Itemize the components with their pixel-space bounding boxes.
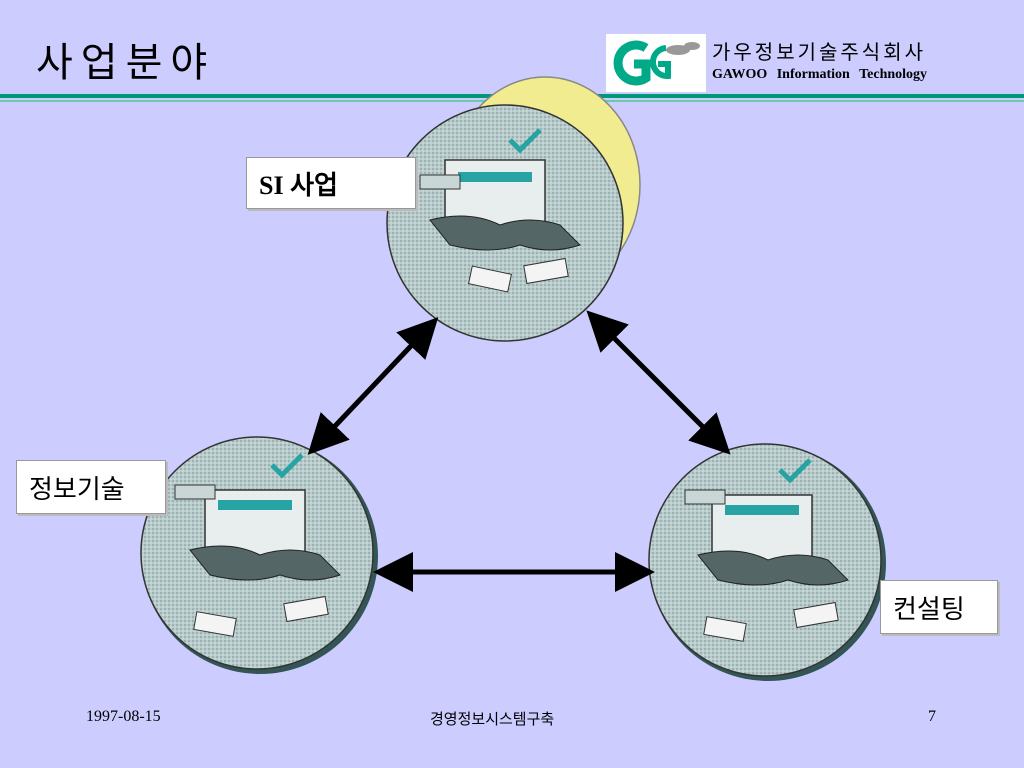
- company-name: 가우정보기술주식회사 GAWOO Information Technology: [712, 36, 927, 83]
- handshake-clipart-icon: [684, 458, 849, 642]
- footer-date: 1997-08-15: [86, 708, 161, 725]
- company-name-korean: 가우정보기술주식회사: [712, 40, 926, 64]
- handshake-clipart-icon: [419, 128, 581, 293]
- gawoo-logo-icon: [606, 34, 706, 92]
- arrow-si-consulting: [586, 310, 731, 455]
- it-node-image: [140, 436, 378, 674]
- page-number: 7: [928, 708, 936, 725]
- footer-center-text: 경영정보시스템구축: [430, 710, 555, 728]
- arrow-si-it: [307, 317, 439, 455]
- slide-title: 사업분야: [36, 40, 216, 86]
- node-label-consulting: 컨설팅: [880, 580, 998, 634]
- company-name-english: GAWOO Information Technology: [712, 67, 928, 82]
- si-node-image: [386, 76, 641, 342]
- consulting-node-image: [648, 443, 886, 681]
- handshake-clipart-icon: [174, 453, 341, 637]
- node-label-si: SI 사업: [246, 157, 416, 209]
- node-label-it: 정보기술: [16, 460, 166, 514]
